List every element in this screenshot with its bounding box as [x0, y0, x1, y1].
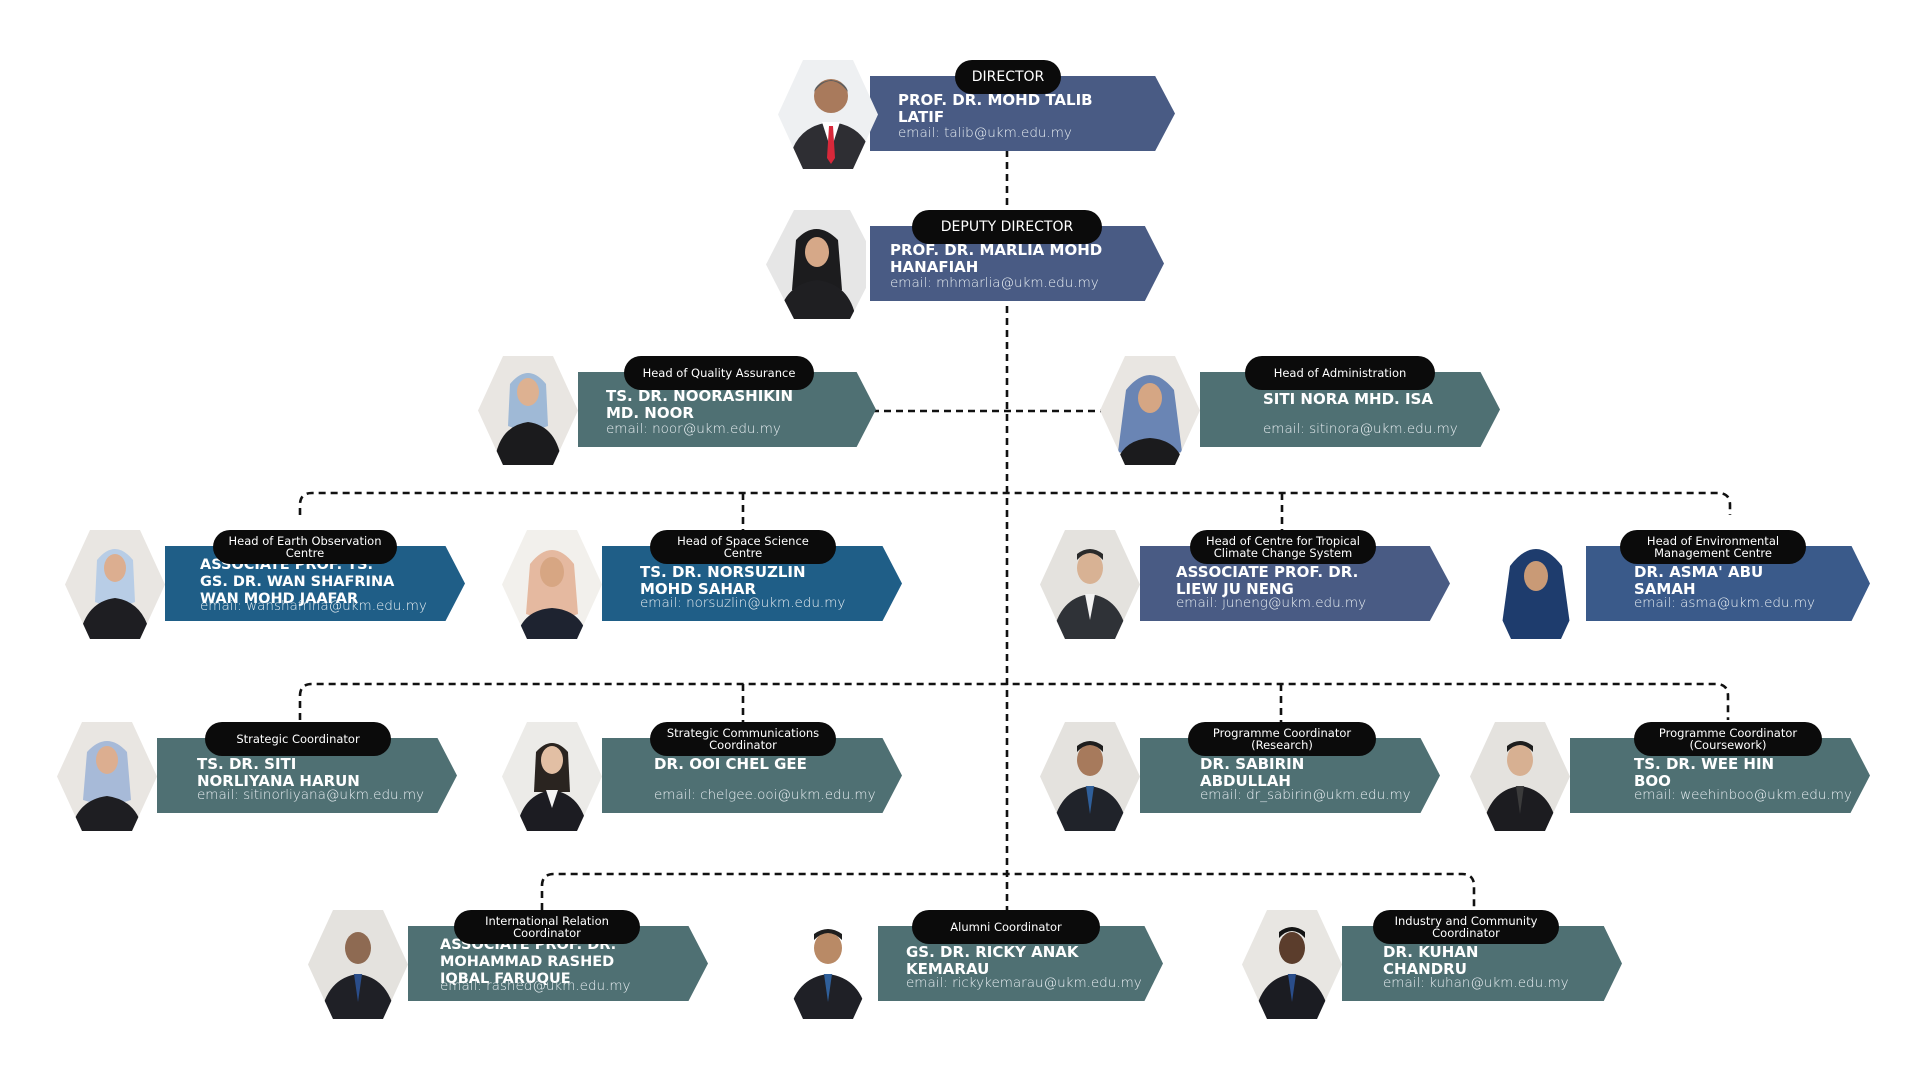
deputy-email: email: mhmarlia@ukm.edu.my — [890, 275, 1099, 291]
quality-card: TS. DR. NOORASHIKIN MD. NOOR email: noor… — [478, 356, 876, 465]
quality-photo — [478, 356, 578, 465]
industry-photo — [1242, 910, 1342, 1019]
branch-row-coordinators — [298, 682, 1730, 720]
alumni-photo — [778, 910, 878, 1019]
earth-photo — [65, 530, 165, 639]
comms-band: DR. OOI CHEL GEE email: chelgee.ooi@ukm.… — [602, 738, 902, 813]
climate-photo — [1040, 530, 1140, 639]
earth-band: ASSOCIATE PROF. TS. GS. DR. WAN SHAFRINA… — [165, 546, 465, 621]
earth-name: ASSOCIATE PROF. TS. GS. DR. WAN SHAFRINA… — [200, 557, 395, 607]
alumni-card: GS. DR. RICKY ANAK KEMARAU email: rickyk… — [778, 910, 1163, 1019]
industry-role: Industry and Community Coordinator — [1373, 910, 1559, 944]
research-email: email: dr_sabirin@ukm.edu.my — [1200, 787, 1411, 803]
comms-name: DR. OOI CHEL GEE — [654, 755, 807, 773]
branch-row-centre-heads — [298, 491, 1732, 515]
international-band: ASSOCIATE PROF. DR. MOHAMMAD RASHED IQBA… — [408, 926, 708, 1001]
strategic-role: Strategic Coordinator — [205, 722, 391, 756]
quality-role: Head of Quality Assurance — [624, 356, 814, 390]
international-role: International Relation Coordinator — [454, 910, 640, 944]
coursework-role: Programme Coordinator (Coursework) — [1634, 722, 1822, 756]
strategic-photo — [57, 722, 157, 831]
industry-name: DR. KUHAN CHANDRU — [1383, 943, 1479, 978]
environment-email: email: asma@ukm.edu.my — [1634, 595, 1815, 611]
earth-role: Head of Earth Observation Centre — [213, 530, 397, 564]
branch-row-bottom — [540, 872, 1476, 910]
admin-photo — [1100, 356, 1200, 465]
international-card: ASSOCIATE PROF. DR. MOHAMMAD RASHED IQBA… — [308, 910, 708, 1019]
space-photo — [502, 530, 602, 639]
space-email: email: norsuzlin@ukm.edu.my — [640, 595, 846, 611]
earth-card: ASSOCIATE PROF. TS. GS. DR. WAN SHAFRINA… — [65, 530, 465, 639]
industry-email: email: kuhan@ukm.edu.my — [1383, 975, 1569, 991]
research-role: Programme Coordinator (Research) — [1188, 722, 1376, 756]
coursework-email: email: weehinboo@ukm.edu.my — [1634, 787, 1852, 803]
director-card: PROF. DR. MOHD TALIB LATIF email: talib@… — [778, 60, 1175, 169]
strategic-name: TS. DR. SITI NORLIYANA HARUN — [197, 755, 360, 790]
comms-email: email: chelgee.ooi@ukm.edu.my — [654, 787, 876, 803]
admin-card: SITI NORA MHD. ISA email: sitinora@ukm.e… — [1100, 356, 1500, 465]
admin-name: SITI NORA MHD. ISA — [1263, 390, 1433, 408]
space-card: TS. DR. NORSUZLIN MOHD SAHAR email: nors… — [502, 530, 902, 639]
environment-photo — [1486, 530, 1586, 639]
coursework-card: TS. DR. WEE HIN BOO email: weehinboo@ukm… — [1470, 722, 1870, 831]
strategic-email: email: sitinorliyana@ukm.edu.my — [197, 787, 425, 803]
coursework-photo — [1470, 722, 1570, 831]
space-name: TS. DR. NORSUZLIN MOHD SAHAR — [640, 563, 806, 598]
environment-name: DR. ASMA' ABU SAMAH — [1634, 563, 1764, 598]
deputy-photo — [766, 210, 878, 319]
comms-photo — [502, 722, 602, 831]
deputy-role: DEPUTY DIRECTOR — [912, 210, 1102, 244]
international-email: email: rashed@ukm.edu.my — [440, 978, 631, 994]
admin-email: email: sitinora@ukm.edu.my — [1263, 421, 1458, 437]
research-name: DR. SABIRIN ABDULLAH — [1200, 755, 1305, 790]
alumni-role: Alumni Coordinator — [912, 910, 1100, 944]
quality-email: email: noor@ukm.edu.my — [606, 421, 781, 437]
environment-card: DR. ASMA' ABU SAMAH email: asma@ukm.edu.… — [1486, 530, 1870, 639]
coursework-name: TS. DR. WEE HIN BOO — [1634, 755, 1775, 790]
alumni-name: GS. DR. RICKY ANAK KEMARAU — [906, 943, 1079, 978]
earth-email: email: wanshafrina@ukm.edu.my — [200, 598, 427, 614]
strategic-card: TS. DR. SITI NORLIYANA HARUN email: siti… — [57, 722, 457, 831]
comms-role: Strategic Communications Coordinator — [650, 722, 836, 756]
director-name: PROF. DR. MOHD TALIB LATIF — [898, 91, 1093, 126]
admin-role: Head of Administration — [1245, 356, 1435, 390]
director-email: email: talib@ukm.edu.my — [898, 125, 1072, 141]
comms-card: DR. OOI CHEL GEE email: chelgee.ooi@ukm.… — [502, 722, 902, 831]
environment-role: Head of Environmental Management Centre — [1620, 530, 1806, 564]
industry-card: DR. KUHAN CHANDRU email: kuhan@ukm.edu.m… — [1242, 910, 1622, 1019]
climate-email: email: juneng@ukm.edu.my — [1176, 595, 1367, 611]
director-role: DIRECTOR — [955, 60, 1061, 94]
international-photo — [308, 910, 408, 1019]
research-photo — [1040, 722, 1140, 831]
climate-role: Head of Centre for Tropical Climate Chan… — [1190, 530, 1376, 564]
research-card: DR. SABIRIN ABDULLAH email: dr_sabirin@u… — [1040, 722, 1440, 831]
deputy-name: PROF. DR. MARLIA MOHD HANAFIAH — [890, 241, 1103, 276]
alumni-email: email: rickykemarau@ukm.edu.my — [906, 975, 1142, 991]
deputy-card: PROF. DR. MARLIA MOHD HANAFIAH email: mh… — [766, 210, 1164, 319]
climate-card: ASSOCIATE PROF. DR. LIEW JU NENG email: … — [1040, 530, 1450, 639]
quality-name: TS. DR. NOORASHIKIN MD. NOOR — [606, 387, 794, 422]
director-photo — [778, 60, 878, 169]
strategic-band: TS. DR. SITI NORLIYANA HARUN email: siti… — [157, 738, 457, 813]
space-role: Head of Space Science Centre — [650, 530, 836, 564]
climate-name: ASSOCIATE PROF. DR. LIEW JU NENG — [1176, 563, 1359, 598]
